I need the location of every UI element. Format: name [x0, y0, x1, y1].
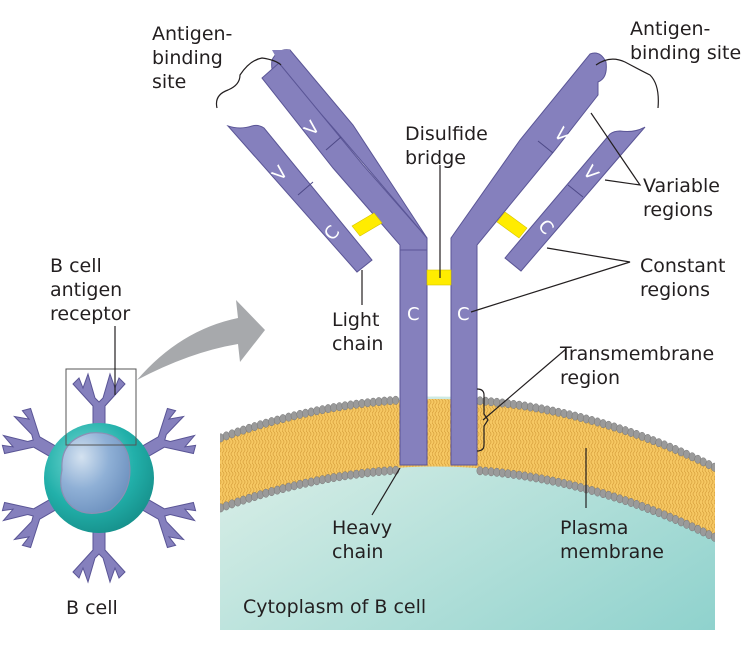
- lipid-head: [268, 487, 276, 497]
- lipid-head: [302, 408, 309, 418]
- lipid-head: [262, 488, 270, 498]
- brace-antigen-right: [595, 58, 659, 109]
- lipid-head: [212, 506, 218, 514]
- small-receptor: [72, 527, 126, 584]
- light-chain-left: [226, 124, 373, 273]
- disulfide-bridge-right: [496, 211, 528, 239]
- disulfide-bridge-center: [426, 269, 452, 286]
- disulfide-bridge-left: [351, 212, 383, 237]
- lipid-head: [330, 473, 338, 483]
- lipid-head: [380, 466, 388, 476]
- lipid-head: [279, 484, 287, 494]
- lipid-head: [594, 417, 601, 427]
- lipid-heads-inner: [212, 465, 723, 544]
- lipid-head: [710, 462, 715, 472]
- lipid-head: [228, 499, 236, 509]
- lipid-head: [577, 413, 585, 422]
- lipid-head: [347, 470, 355, 480]
- lipid-head: [279, 414, 287, 424]
- lipid-head: [710, 532, 715, 542]
- lipid-head: [290, 411, 298, 421]
- lipid-head: [222, 431, 230, 441]
- lipid-head: [239, 495, 247, 505]
- lipid-head: [380, 396, 388, 406]
- lipid-head: [318, 405, 326, 415]
- lipid-head: [392, 395, 400, 405]
- antibody: [226, 49, 646, 466]
- zoom-box: [65, 368, 137, 446]
- lipid-head: [588, 416, 596, 425]
- small-receptor: [138, 407, 197, 459]
- label-cytoplasm: Cytoplasm of B cell: [243, 596, 426, 618]
- lipid-head: [251, 422, 259, 432]
- lipid-head: [273, 415, 281, 425]
- domain-c-heavy-right: C: [457, 304, 470, 325]
- lipid-head: [222, 501, 230, 511]
- lipid-head: [262, 418, 270, 428]
- lipid-head: [212, 436, 218, 444]
- disulfide-bridges: [351, 211, 528, 286]
- small-receptor: [1, 407, 60, 459]
- plasma-membrane: [220, 399, 715, 538]
- lipid-head: [318, 475, 326, 485]
- small-receptor: [72, 372, 126, 429]
- lipid-head: [571, 411, 579, 421]
- lipid-head: [588, 486, 596, 495]
- lipid-head: [302, 478, 309, 488]
- lipid-heads-outer: [212, 395, 723, 474]
- small-receptor: [1, 497, 60, 549]
- domain-c-heavy-left: C: [407, 304, 420, 325]
- lipid-head: [717, 536, 723, 544]
- lipid-head: [717, 466, 723, 474]
- lipid-head: [347, 400, 355, 410]
- nucleus: [60, 432, 131, 514]
- small-receptor: [138, 497, 197, 549]
- lipid-head: [571, 481, 579, 491]
- lipid-head: [358, 469, 366, 478]
- lipid-head: [290, 481, 298, 491]
- brace-transmembrane: [476, 388, 489, 452]
- leader-lines: [114, 57, 659, 516]
- lipid-head: [256, 420, 264, 430]
- heavy-chain-right: [450, 52, 607, 466]
- lipid-head: [577, 483, 585, 492]
- lipid-head: [358, 399, 366, 408]
- lipid-head: [582, 414, 590, 424]
- lipid-head: [256, 490, 264, 500]
- label-antigen-binding-right: Antigen-binding site: [630, 18, 741, 64]
- light-chain-right: [504, 126, 646, 272]
- brace-antigen-left: [215, 57, 282, 109]
- lipid-head: [239, 425, 247, 435]
- lipid-head: [594, 487, 601, 497]
- lipid-head: [268, 417, 276, 427]
- lipid-head: [251, 492, 259, 502]
- label-b-cell: B cell: [66, 597, 118, 619]
- b-cell-illustration: [1, 368, 197, 584]
- lipid-head: [273, 485, 281, 495]
- lipid-head: [330, 403, 338, 413]
- zoom-arrow: [137, 300, 265, 380]
- lipid-head: [228, 429, 236, 439]
